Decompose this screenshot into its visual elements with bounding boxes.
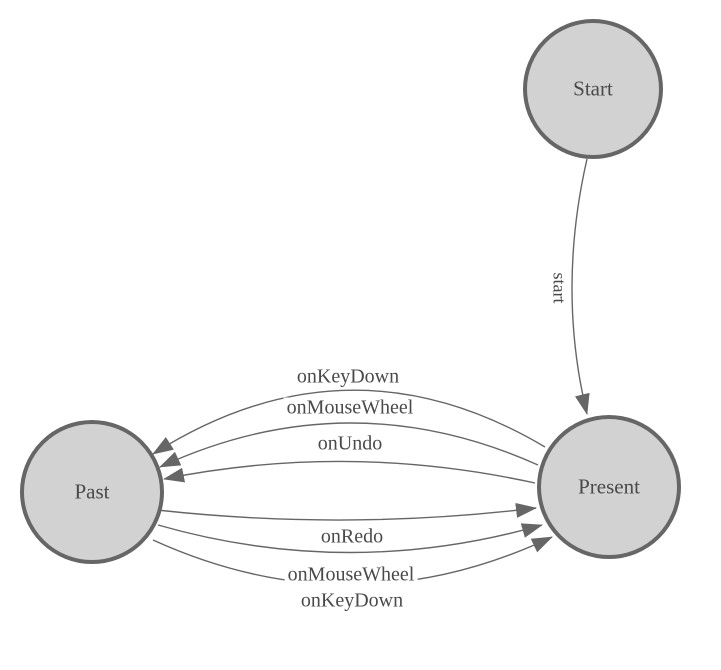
node-present [537,415,681,559]
edge-onkeydown-present-to-past [152,389,546,455]
node-start [523,19,663,159]
edge-onmousewheel-past-to-present [157,523,543,554]
edge-start-to-present [571,158,590,415]
edge-onmousewheel-present-to-past [159,422,539,468]
edge-onundo-present-to-past [163,460,536,484]
edge-onkeydown-past-to-present [152,536,553,586]
node-past [20,420,164,564]
edge-onredo-past-to-present [156,502,537,521]
